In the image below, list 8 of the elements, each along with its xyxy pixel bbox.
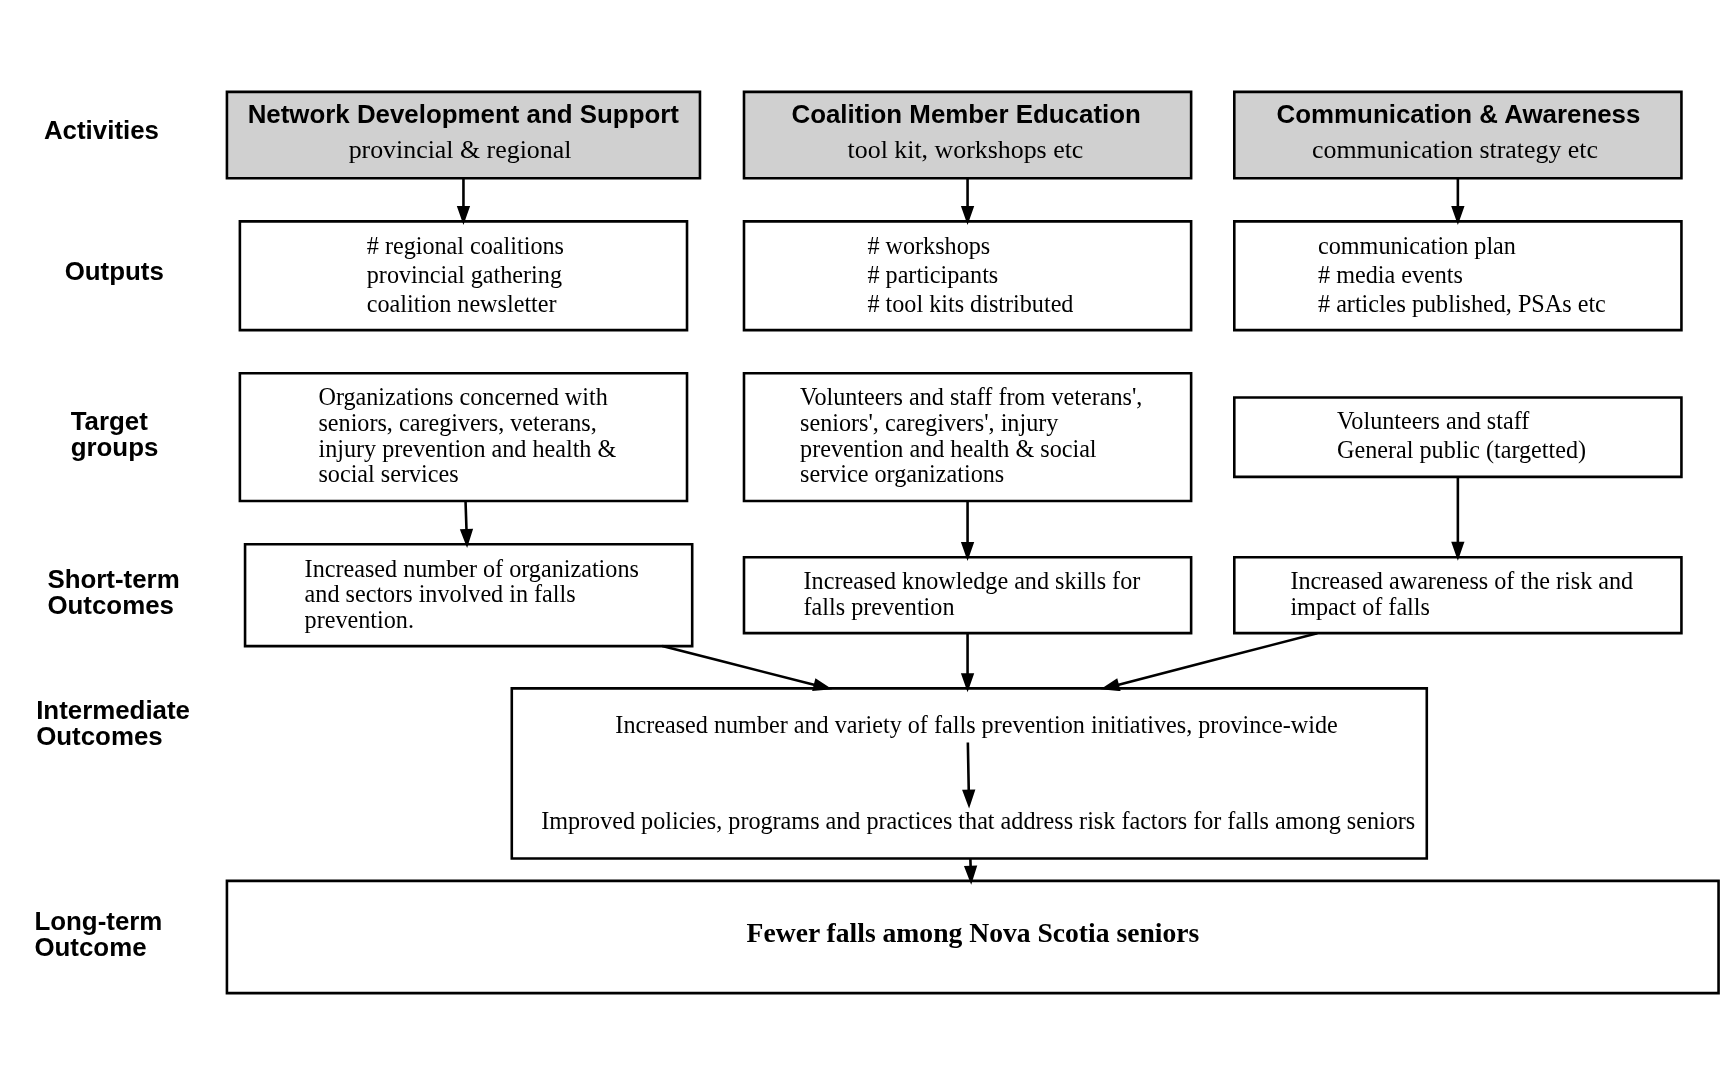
label: Short-term Outcomes	[47, 564, 180, 619]
label: Outputs	[64, 256, 164, 285]
label: Intermediate Outcomes	[36, 695, 191, 749]
label: Long-term Outcome	[34, 906, 163, 961]
label: Activities	[43, 115, 159, 144]
node-text: Improved policies, programs and practices that address risk factors for falls among seniors	[541, 806, 1416, 834]
label: Target groups	[70, 406, 159, 461]
node-text: Increased number and variety of falls prevention initiatives, province-wide	[615, 710, 1338, 738]
